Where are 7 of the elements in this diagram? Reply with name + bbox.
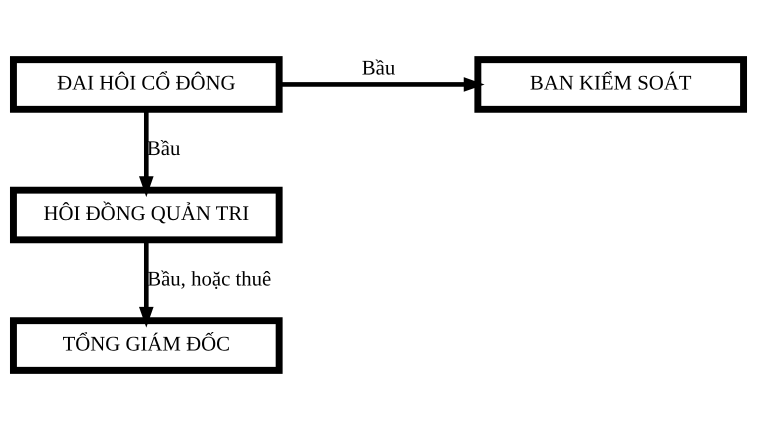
node-box: BAN KIỂM SOÁT: [474, 56, 748, 113]
node-box: HÔI ĐỒNG QUẢN TRI: [10, 186, 283, 244]
edge-label: Bầu: [146, 136, 180, 160]
edge-label: Bầu: [362, 56, 396, 80]
node-box: ĐAI HÔI CỔ ĐÔNG: [10, 56, 283, 113]
node-box: TỔNG GIÁM ĐỐC: [10, 317, 283, 374]
edge-label: Bầu, hoặc thuê: [147, 267, 272, 290]
